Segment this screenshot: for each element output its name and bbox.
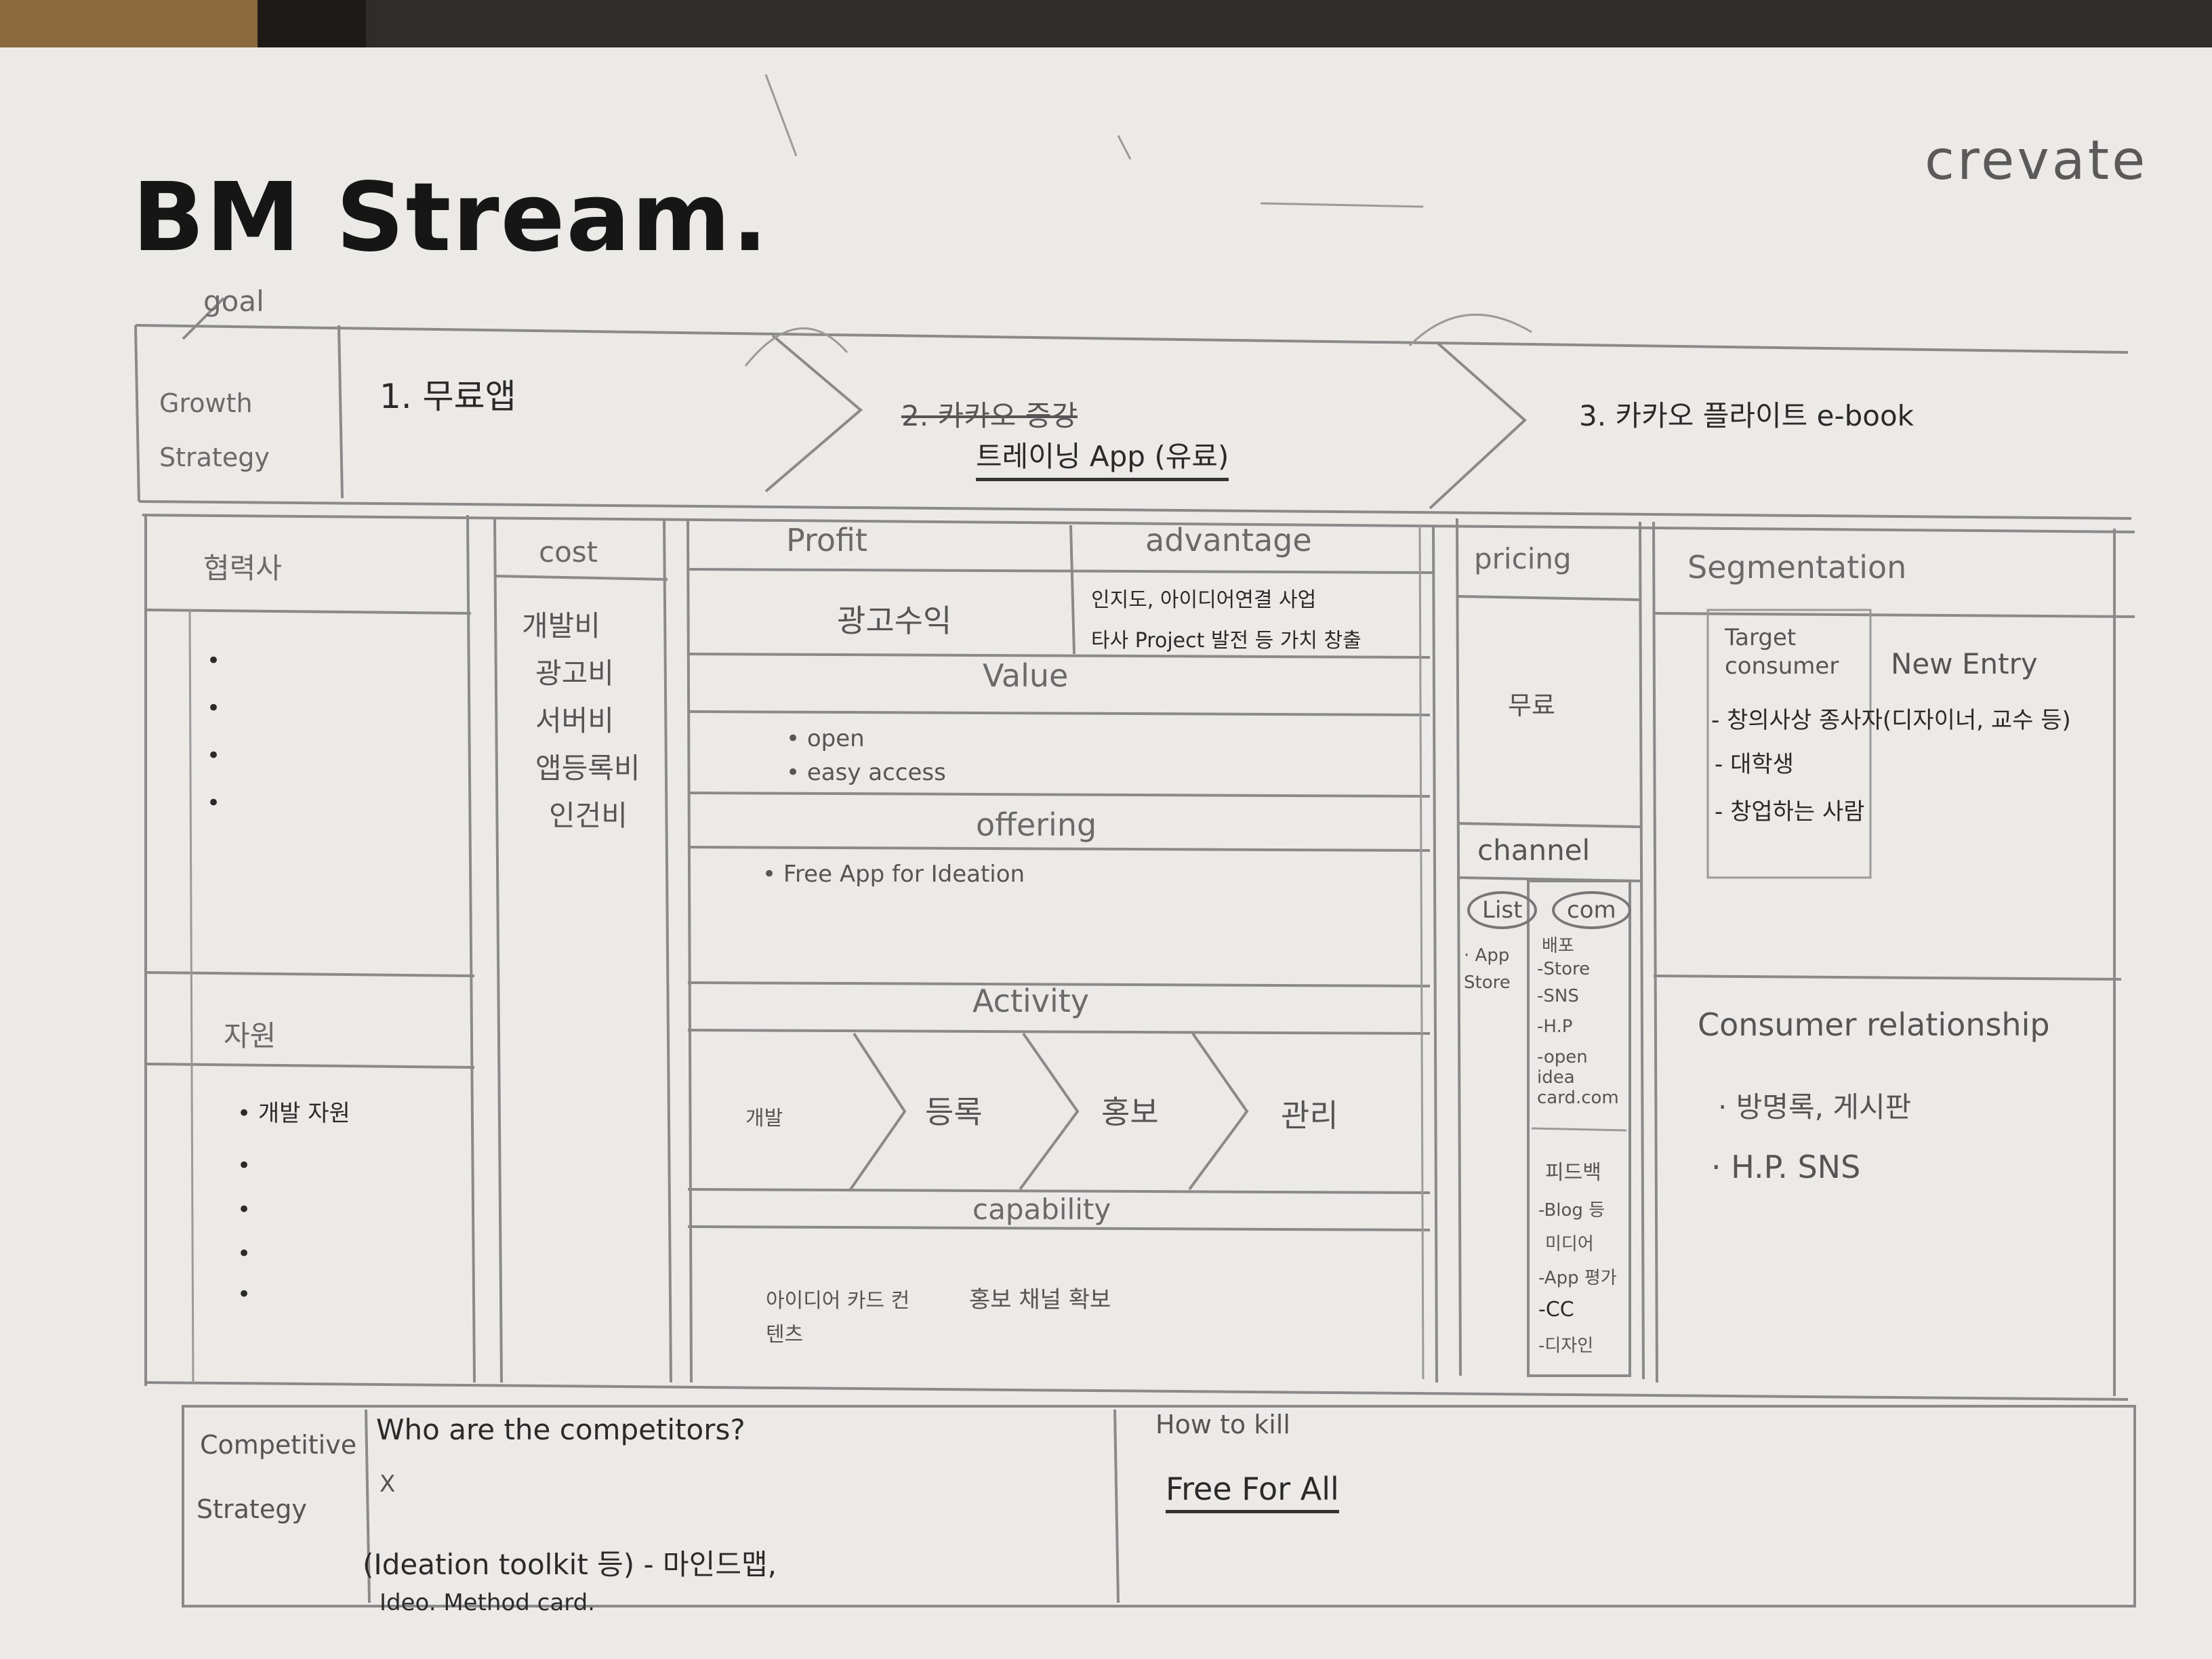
- partners-bullet: •: [207, 695, 221, 722]
- consumer-relationship-item: · 방명록, 게시판: [1718, 1090, 1912, 1124]
- competitive-label-1: Competitive: [200, 1430, 357, 1460]
- channel-com-item: -open idea card.com: [1537, 1047, 1619, 1108]
- competitive-label-2: Strategy: [197, 1494, 307, 1524]
- partners-bullet: •: [207, 790, 221, 817]
- advantage-text-2: 타사 Project 발전 등 가치 창출: [1091, 629, 1361, 653]
- pricing-value: 무료: [1508, 691, 1555, 720]
- resources-item: •: [237, 1152, 251, 1179]
- competitive-x-mark: X: [380, 1471, 396, 1498]
- growth-step-1: 1. 무료앱: [380, 377, 516, 416]
- cost-item: 앱등록비: [535, 752, 640, 785]
- channel-list-label: List: [1467, 891, 1538, 929]
- cost-item: 인건비: [549, 799, 628, 832]
- activity-title: Activity: [972, 983, 1090, 1019]
- brand-logo: crevate: [1925, 129, 2148, 192]
- consumer-relationship-item: · H.P. SNS: [1711, 1149, 1861, 1185]
- segmentation-item: - 창의사상 종사자(디자이너, 교수 등): [1711, 707, 2071, 734]
- segmentation-new-entry: New Entry: [1891, 647, 2038, 680]
- resources-item: •: [237, 1196, 251, 1223]
- capability-title: capability: [972, 1193, 1111, 1226]
- desk-background: [0, 0, 2212, 47]
- goal-note: goal: [203, 285, 264, 318]
- activity-step: 등록: [925, 1094, 983, 1130]
- advantage-title: advantage: [1145, 522, 1312, 558]
- segmentation-title: Segmentation: [1687, 549, 1907, 586]
- channel-title: channel: [1477, 834, 1591, 867]
- value-title: Value: [983, 657, 1069, 694]
- offering-title: offering: [976, 806, 1097, 843]
- partners-title: 협력사: [203, 552, 282, 585]
- competitive-line-2: (Ideation toolkit 등) - 마인드맵,: [363, 1548, 777, 1581]
- channel-feedback-item: -Blog 등: [1538, 1200, 1605, 1221]
- channel-feedback-item: -App 평가: [1538, 1268, 1617, 1288]
- cost-item: 서버비: [535, 704, 614, 737]
- growth-step-3: 3. 카카오 플라이트 e-book: [1579, 399, 1914, 432]
- activity-step: 관리: [1281, 1097, 1338, 1134]
- growth-strategy-label: Growth Strategy: [159, 388, 270, 472]
- channel-com-item: -SNS: [1537, 986, 1579, 1006]
- segmentation-target-title: Target consumer: [1725, 624, 1839, 680]
- profit-title: Profit: [786, 522, 867, 558]
- cost-title: cost: [539, 535, 598, 569]
- capability-item: 아이디어 카드 컨텐츠: [766, 1289, 910, 1347]
- channel-feedback-item: -CC: [1538, 1298, 1574, 1322]
- how-to-kill-title: How to kill: [1155, 1410, 1290, 1439]
- channel-feedback-title: 피드백: [1545, 1161, 1601, 1185]
- resources-title: 자원: [224, 1019, 276, 1052]
- growth-step-2-detail: 트레이닝 App (유료): [976, 434, 1229, 481]
- pricing-title: pricing: [1474, 542, 1572, 575]
- channel-feedback-item: 미디어: [1545, 1234, 1594, 1254]
- advantage-text-1: 인지도, 아이디어연결 사업: [1091, 588, 1317, 612]
- how-to-kill-answer: Free For All: [1166, 1471, 1339, 1513]
- activity-step: 홍보: [1101, 1094, 1159, 1130]
- desk-monitor: [366, 0, 2212, 47]
- segmentation-item: - 대학생: [1715, 751, 1794, 778]
- partners-bullet: •: [207, 742, 221, 769]
- channel-com-item: -Store: [1537, 959, 1591, 979]
- channel-com-item: 배포: [1542, 936, 1574, 956]
- offering-item: • Free App for Ideation: [762, 861, 1025, 888]
- resources-item: • 개발 자원: [237, 1100, 350, 1127]
- cost-item: 개발비: [522, 609, 600, 642]
- value-item: • easy access: [786, 759, 946, 786]
- channel-com-item: -H.P: [1537, 1017, 1573, 1037]
- consumer-relationship-title: Consumer relationship: [1698, 1006, 2050, 1043]
- channel-feedback-item: -디자인: [1538, 1336, 1594, 1356]
- competitive-line-3: Ideo. Method card.: [380, 1589, 595, 1616]
- page-title: BM Stream.: [132, 163, 770, 273]
- profit-text: 광고수익: [837, 602, 952, 639]
- value-item: • open: [786, 725, 865, 752]
- channel-com-label: com: [1552, 891, 1631, 929]
- segmentation-item: - 창업하는 사람: [1715, 798, 1865, 825]
- activity-step: 개발: [745, 1107, 783, 1130]
- capability-item: 홍보 채널 확보: [969, 1286, 1111, 1313]
- competitive-question: Who are the competitors?: [376, 1413, 745, 1446]
- resources-item: •: [237, 1281, 251, 1308]
- partners-bullet: •: [207, 647, 221, 674]
- resources-item: •: [237, 1240, 251, 1267]
- desk-wood: [0, 0, 258, 47]
- channel-list-item: · App Store: [1464, 945, 1511, 993]
- cost-item: 광고비: [535, 657, 614, 690]
- growth-step-2: 2. 카카오 증강: [901, 399, 1078, 432]
